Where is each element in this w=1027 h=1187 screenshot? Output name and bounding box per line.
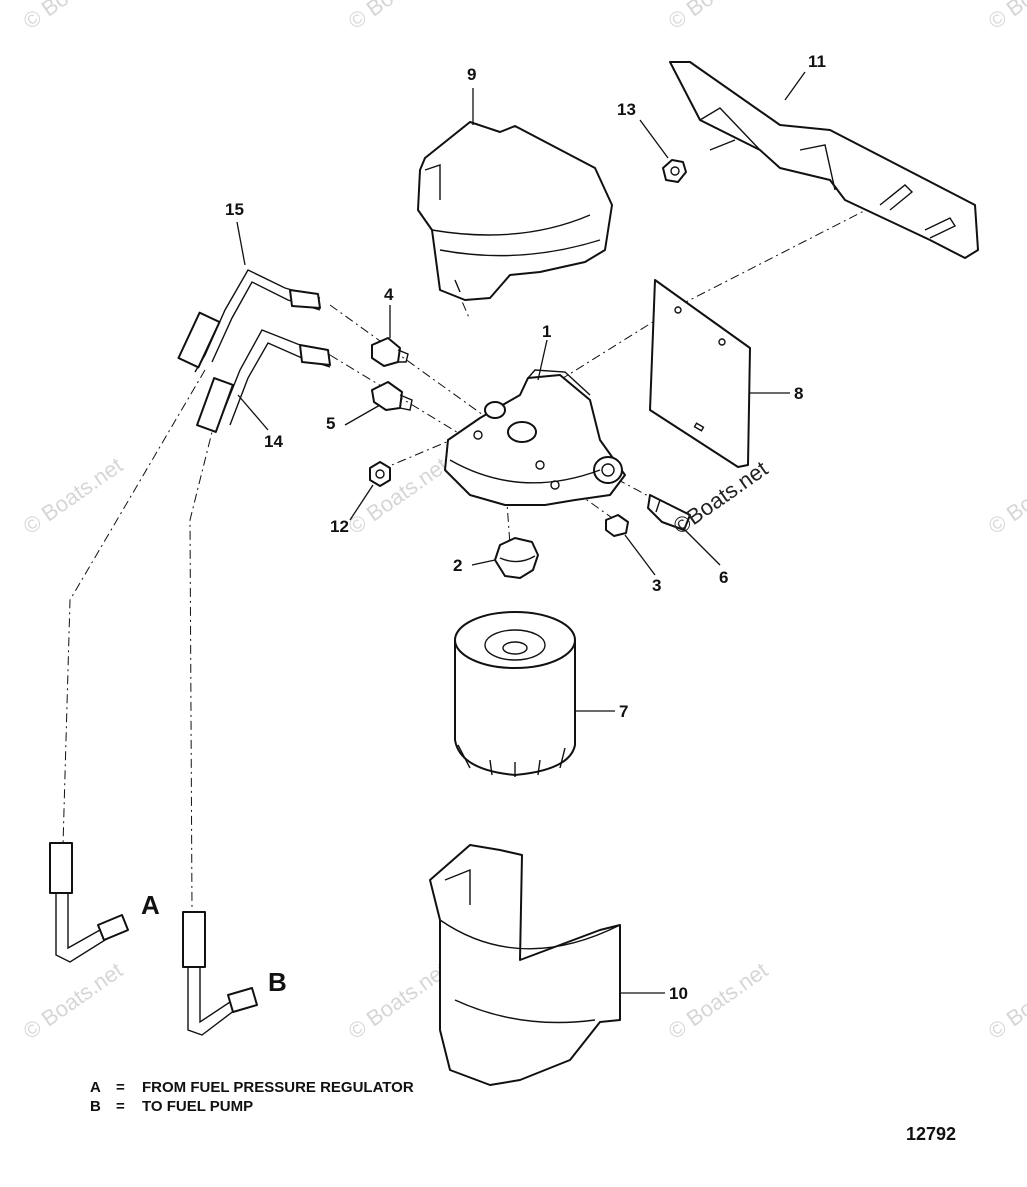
connection-label-a: A: [141, 890, 160, 920]
callout-14: 14: [264, 432, 283, 451]
callout-7: 7: [619, 702, 628, 721]
legend-equals: =: [116, 1079, 125, 1096]
figure-number: 12792: [906, 1124, 957, 1144]
callout-3: 3: [652, 576, 661, 595]
watermark: © Boats.net: [664, 0, 773, 34]
callout-5: 5: [326, 414, 335, 433]
gasket-plate: [649, 279, 751, 468]
callout-8: 8: [794, 384, 803, 403]
watermark: © Boats.net: [19, 452, 128, 539]
drain-cap-2: [494, 537, 539, 579]
callout-2: 2: [453, 556, 462, 575]
legend-row-b: B = TO FUEL PUMP: [90, 1097, 414, 1116]
watermark: © Boats.net: [984, 957, 1027, 1044]
hex-nut-12: [369, 461, 391, 487]
callout-9: 9: [467, 65, 476, 84]
fitting-5: [371, 381, 413, 411]
legend-key-b: B: [90, 1098, 101, 1115]
hose-end-a: [49, 842, 129, 963]
legend-key-a: A: [90, 1079, 101, 1096]
callout-15: 15: [225, 200, 244, 219]
filter-cover-top: [417, 121, 613, 301]
callouts: 9 11 13 15 4 1 8 5 14 12 2 3 6 7 10: [225, 52, 826, 1003]
callout-4: 4: [384, 285, 394, 304]
fuel-hose-14: [196, 329, 331, 433]
watermark-overlay: ©Boats.net: [669, 456, 773, 539]
fuel-hose-15: [177, 269, 321, 373]
hex-nut-13: [662, 159, 687, 183]
legend-equals: =: [116, 1098, 125, 1115]
watermark: © Boats.net: [984, 452, 1027, 539]
watermark: © Boats.net: [344, 0, 453, 34]
watermark: © Boats.net: [344, 452, 453, 539]
callout-13: 13: [617, 100, 636, 119]
legend-text-a: FROM FUEL PRESSURE REGULATOR: [142, 1079, 414, 1096]
fuel-filter-element: [454, 611, 576, 777]
filter-head: [444, 369, 626, 506]
fitting-4: [371, 337, 409, 367]
sensor-6: [647, 494, 691, 531]
hose-end-b: [182, 911, 258, 1036]
callout-10: 10: [669, 984, 688, 1003]
watermark: © Boats.net: [19, 0, 128, 34]
watermark: © Boats.net: [344, 957, 453, 1044]
plug-3: [605, 514, 629, 537]
watermark: © Boats.net: [19, 957, 128, 1044]
mounting-bracket: [669, 61, 979, 259]
leader-lines: [236, 71, 806, 994]
watermark: © Boats.net: [984, 0, 1027, 34]
callout-11: 11: [808, 52, 826, 71]
callout-12: 12: [330, 517, 349, 536]
legend-text-b: TO FUEL PUMP: [142, 1098, 254, 1115]
legend-row-a: A = FROM FUEL PRESSURE REGULATOR: [90, 1078, 414, 1097]
callout-6: 6: [719, 568, 728, 587]
filter-cover-bottom: [429, 844, 621, 1086]
connection-label-b: B: [268, 967, 287, 997]
legend: A = FROM FUEL PRESSURE REGULATOR B = TO …: [90, 1078, 414, 1116]
callout-1: 1: [542, 322, 551, 341]
